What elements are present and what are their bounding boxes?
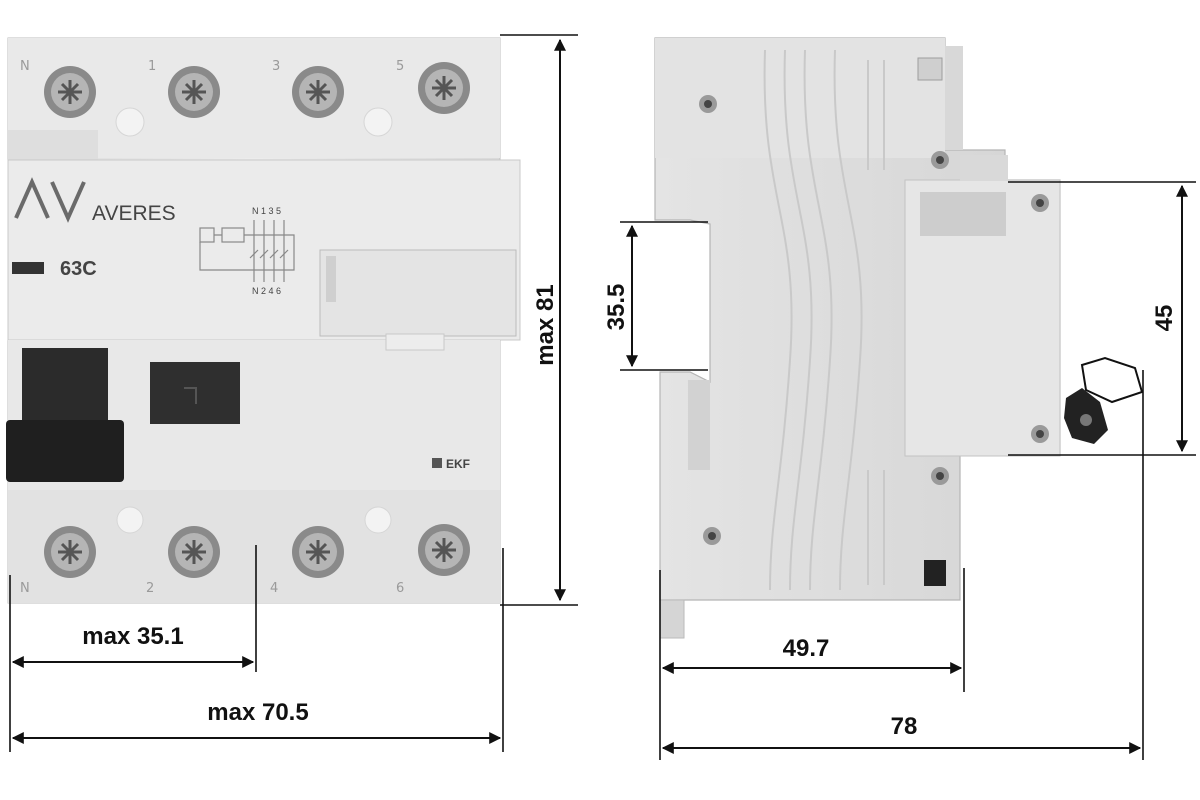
din-rail-notch — [688, 380, 710, 470]
brand-name: AVERES — [92, 202, 176, 225]
status-window — [12, 262, 44, 274]
schematic-bottom-label: N 2 4 6 — [252, 286, 281, 296]
vent-bump — [116, 506, 144, 534]
side-label-window — [920, 192, 1006, 236]
dimension-front-height-label: 45 — [1151, 305, 1178, 332]
toggle-lever-icon — [6, 420, 124, 482]
vent-bump — [364, 506, 392, 534]
dimension-depth-total-label: 78 — [891, 713, 918, 740]
screw-terminal-bottom-2 — [168, 526, 220, 578]
screw-terminal-bottom-6 — [418, 524, 470, 576]
screw-terminal-bottom-4 — [292, 526, 344, 578]
lever-outline-icon — [1080, 356, 1144, 404]
wiring-schematic: N 1 3 5 N 2 4 6 — [199, 206, 295, 296]
terminal-label-top: 1 — [148, 59, 156, 74]
screw-terminal-top-3 — [292, 66, 344, 118]
front-view: N 1 3 5 AVERES 63C N 1 3 — [6, 37, 521, 604]
dimension-width-label: max 70.5 — [207, 699, 308, 726]
terminal-label-bottom: 2 — [146, 581, 154, 596]
terminal-label-top: 5 — [396, 59, 404, 74]
rivets — [699, 95, 1049, 545]
side-slot-bottom — [924, 560, 946, 586]
dimension-depth-front-label: 49.7 — [783, 635, 830, 662]
din-clip — [659, 599, 685, 639]
maker-logo-icon — [432, 458, 442, 468]
terminal-label-top: N — [20, 59, 30, 74]
terminal-label-bottom: N — [20, 581, 30, 596]
dimension-din-label: 35.5 — [603, 284, 630, 331]
side-view — [654, 37, 1144, 639]
side-ribs — [763, 49, 885, 591]
side-front-cap — [960, 155, 1008, 181]
terminal-label-bottom: 6 — [396, 581, 404, 596]
handle-top — [22, 348, 108, 432]
rating-label: 63C — [60, 258, 97, 280]
vent-bump — [115, 107, 145, 137]
test-button-housing — [319, 249, 517, 337]
side-top-clip — [945, 46, 963, 150]
dimension-half-width-label: max 35.1 — [82, 623, 183, 650]
top-left-tab — [8, 130, 98, 160]
front-dimensions: max 81 max 35.1 max 70.5 — [9, 34, 578, 752]
side-slot-top — [917, 57, 943, 81]
label-clip — [385, 333, 445, 351]
terminal-label-bottom: 4 — [270, 581, 278, 596]
screw-terminal-top-5 — [418, 62, 470, 114]
indicator-mark — [184, 387, 197, 404]
dimension-height-label: max 81 — [532, 284, 559, 365]
maker-logo: EKF — [446, 457, 470, 471]
side-top-housing — [655, 38, 945, 158]
vent-bump — [363, 107, 393, 137]
side-dimensions: 35.5 45 49.7 78 — [603, 181, 1196, 760]
lever-pivot-icon — [1080, 414, 1092, 426]
screw-terminal-bottom-n — [44, 526, 96, 578]
brand-logo-icon — [14, 177, 86, 223]
schematic-top-label: N 1 3 5 — [252, 206, 281, 216]
test-button-icon — [326, 256, 336, 302]
terminal-label-top: 3 — [272, 59, 280, 74]
screw-terminal-top-1 — [168, 66, 220, 118]
screw-terminal-top-n — [44, 66, 96, 118]
